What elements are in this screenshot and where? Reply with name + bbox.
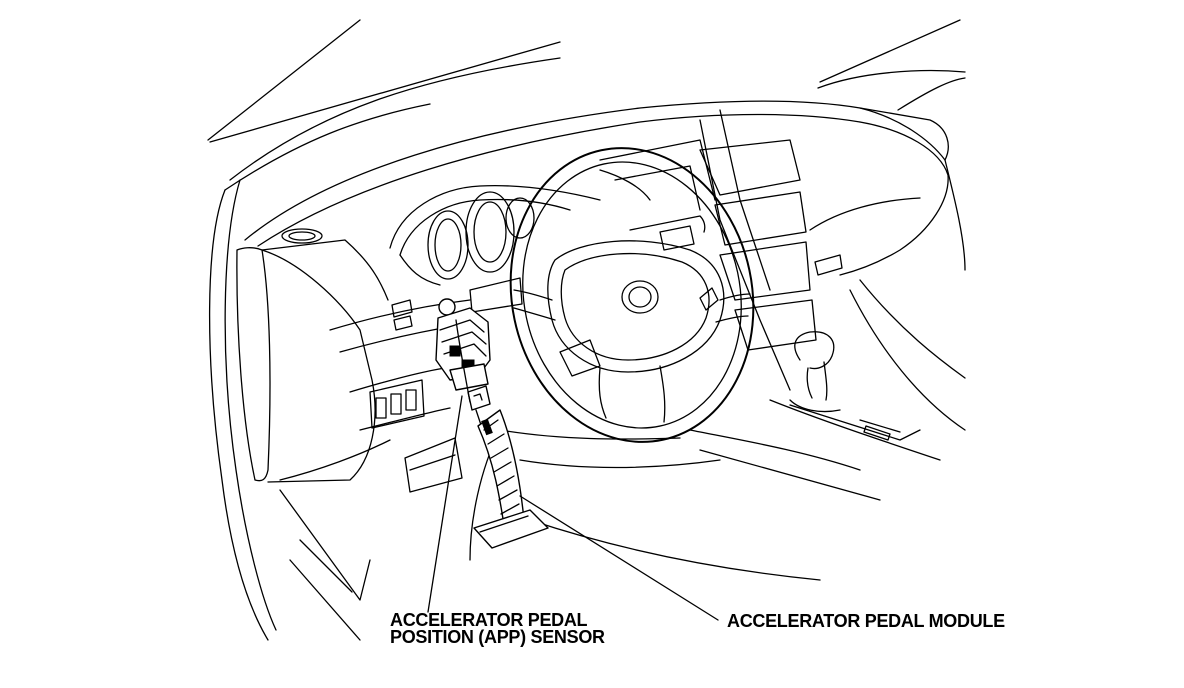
app-sensor-label-line2: POSITION (APP) SENSOR <box>390 627 605 647</box>
pedal-module-leader-line <box>519 495 719 621</box>
instrument-cluster <box>389 184 601 286</box>
app-sensor-callout: ACCELERATOR PEDAL POSITION (APP) SENSOR <box>390 610 605 647</box>
dashboard-top <box>244 100 949 247</box>
accelerator-pedal <box>473 409 549 549</box>
app-sensor-label-line1: ACCELERATOR PEDAL <box>390 610 588 630</box>
dash-end-cap <box>236 239 389 483</box>
floor-lines <box>279 489 821 641</box>
steering-wheel <box>469 147 755 443</box>
leader-lines <box>427 395 719 621</box>
app-sensor-assembly <box>435 298 491 429</box>
pedal-module-callout: ACCELERATOR PEDAL MODULE <box>727 611 1005 631</box>
app-sensor-leader-line <box>427 395 463 613</box>
center-console <box>769 331 941 461</box>
lower-dash <box>279 299 881 561</box>
passenger-dash <box>809 121 966 431</box>
door-edge <box>208 179 277 641</box>
windshield-pillar-lines <box>207 19 966 191</box>
center-stack <box>599 109 817 391</box>
